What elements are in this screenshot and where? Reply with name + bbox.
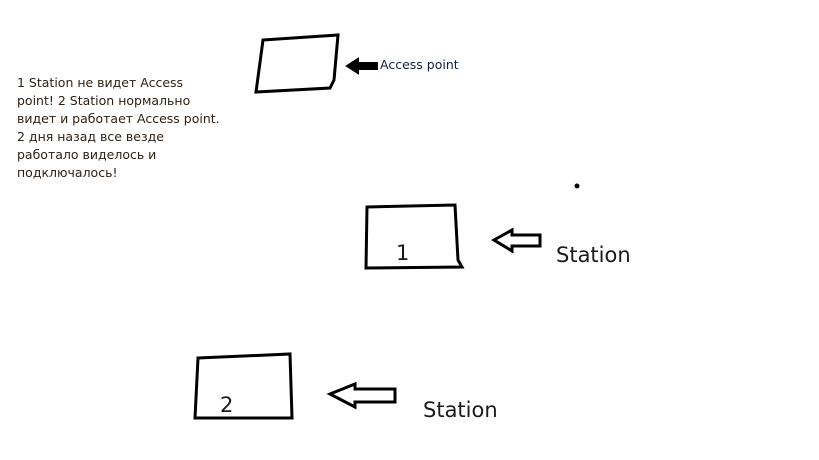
dot (574, 183, 580, 189)
station2-label: Station (423, 398, 498, 422)
station2-box (193, 352, 294, 420)
note-line: 1 Station не видет Access (17, 75, 184, 90)
note-line: видет и работает Access point. (17, 111, 220, 126)
station1-label: Station (556, 243, 631, 267)
station1-number: 1 (396, 241, 410, 265)
access-point-label: Access point (380, 57, 459, 72)
station2-arrow (326, 381, 397, 410)
note-line: подключалось! (17, 165, 118, 180)
access-point-arrow (345, 57, 378, 75)
station1-arrow (491, 227, 542, 254)
station2-number: 2 (220, 393, 234, 417)
note-line: 2 дня назад все везде (17, 129, 164, 144)
station1-box (364, 203, 465, 270)
note-line: работало виделось и (17, 147, 157, 162)
note-line: point! 2 Station нормально (17, 93, 191, 108)
access-point-box (254, 33, 340, 94)
note-text: 1 Station не видет Access point! 2 Stati… (17, 74, 220, 182)
